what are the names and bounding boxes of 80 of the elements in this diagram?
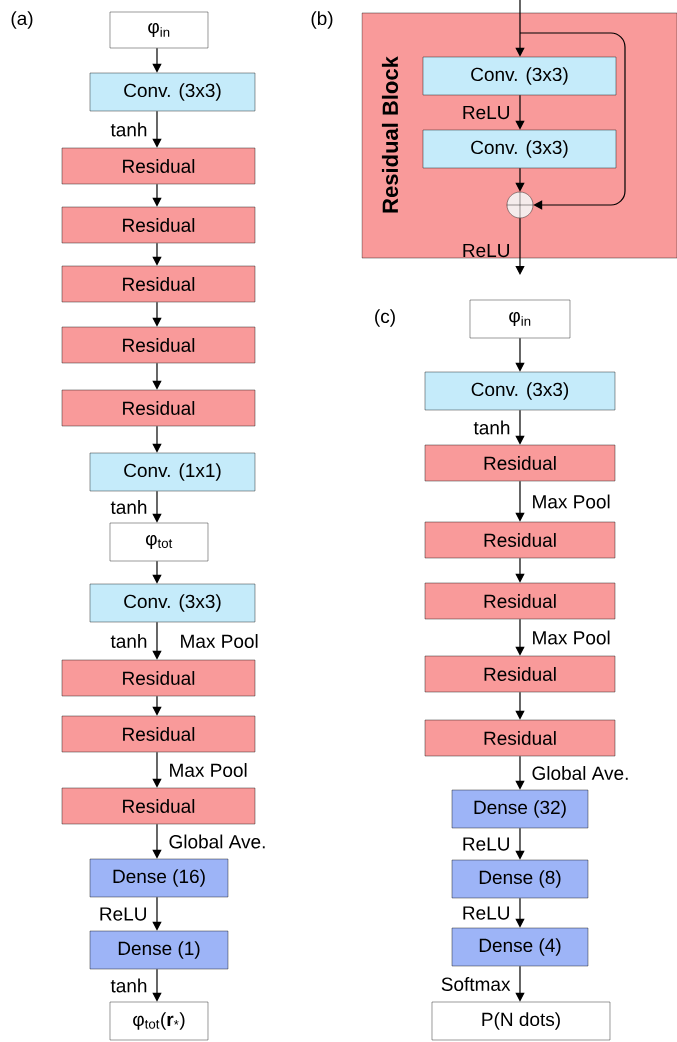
arrow bbox=[152, 560, 162, 584]
residual-box: Residual bbox=[61, 659, 256, 697]
edge-label: tanh bbox=[110, 122, 147, 137]
arrow bbox=[515, 94, 525, 130]
arrow bbox=[152, 490, 162, 523]
residual-box: Residual bbox=[61, 265, 256, 303]
edge-label: tanh bbox=[473, 420, 510, 435]
arrow bbox=[515, 618, 525, 656]
arrow bbox=[152, 242, 162, 266]
arrow bbox=[152, 751, 162, 788]
arrow bbox=[515, 217, 525, 275]
pool-label: Max Pool bbox=[181, 634, 258, 648]
edge-label: tanh bbox=[110, 634, 147, 648]
panel-label: (a) bbox=[11, 11, 33, 29]
panel-label: (c) bbox=[375, 309, 395, 327]
arrow bbox=[152, 695, 162, 716]
arrow bbox=[515, 0, 525, 57]
conv-box: Conv. (3x3) bbox=[422, 56, 617, 96]
residual-box: Residual bbox=[61, 715, 256, 753]
edge-label: ReLU bbox=[463, 105, 509, 120]
residual-box: Residual bbox=[61, 787, 256, 825]
edge-label: Max Pool bbox=[533, 630, 610, 645]
sum-circle bbox=[506, 191, 534, 219]
edge-label: ReLU bbox=[463, 243, 509, 258]
edge-label: Max Pool bbox=[533, 494, 610, 509]
dense-box: Dense (32) bbox=[451, 789, 589, 829]
panel-label: (b) bbox=[311, 11, 333, 29]
dense-box: Dense (1) bbox=[89, 930, 229, 970]
arrow bbox=[515, 691, 525, 720]
edge-label: Global Ave. bbox=[169, 834, 265, 849]
arrow bbox=[515, 480, 525, 522]
edge-label: tanh bbox=[110, 500, 147, 514]
edge-label: tanh bbox=[110, 978, 147, 993]
residual-box: Residual bbox=[424, 582, 616, 620]
edge-label: ReLU bbox=[463, 837, 509, 851]
residual-box: Residual bbox=[424, 444, 616, 482]
arrow bbox=[152, 968, 162, 1002]
conv-box: Conv. (3x3) bbox=[422, 129, 617, 169]
conv-box: Conv. (1x1) bbox=[89, 452, 256, 492]
edge-label: Global Ave. bbox=[532, 766, 628, 780]
conv-box: Conv. (3x3) bbox=[89, 583, 256, 623]
conv-box: Conv. (3x3) bbox=[424, 371, 616, 411]
arrow bbox=[515, 409, 525, 445]
arrow bbox=[152, 183, 162, 207]
edge-label: ReLU bbox=[100, 907, 146, 921]
residual-box: Residual bbox=[61, 326, 256, 364]
arrow bbox=[152, 896, 162, 931]
residual-box: Residual bbox=[424, 719, 616, 757]
arrow bbox=[515, 557, 525, 583]
edge-label: Softmax bbox=[441, 977, 511, 991]
arrow bbox=[152, 425, 162, 453]
residual-box: Residual bbox=[61, 206, 256, 244]
residual-box: Residual bbox=[424, 521, 616, 559]
output-box: P(N dots) bbox=[431, 1001, 611, 1041]
conv-box: Conv. (3x3) bbox=[89, 72, 256, 112]
output-box: φ$_{tot}$(r$_{*}$) bbox=[109, 1001, 209, 1041]
arrow bbox=[152, 301, 162, 327]
arrow bbox=[515, 827, 525, 860]
arrow bbox=[519, 32, 626, 210]
arrow bbox=[152, 110, 162, 148]
residual-box: Residual bbox=[61, 147, 256, 185]
arrow bbox=[152, 621, 162, 660]
edge-label: Max Pool bbox=[170, 763, 247, 777]
arrow bbox=[515, 755, 525, 790]
residual-box: Residual bbox=[61, 389, 256, 427]
arrow bbox=[515, 337, 525, 372]
arrow bbox=[152, 362, 162, 390]
input-box: φ$_{in}$ bbox=[469, 299, 571, 339]
arrow bbox=[515, 897, 525, 928]
dense-box: Dense (4) bbox=[451, 927, 589, 967]
intermediate-box: φ$_{tot}$ bbox=[109, 522, 209, 562]
arrow bbox=[515, 965, 525, 1002]
arrow bbox=[152, 47, 162, 73]
dense-box: Dense (16) bbox=[89, 858, 229, 898]
residual-box: Residual bbox=[424, 655, 616, 693]
arrow bbox=[152, 823, 162, 859]
dense-box: Dense (8) bbox=[451, 859, 589, 899]
edge-label: ReLU bbox=[463, 906, 509, 920]
arrow bbox=[515, 167, 525, 192]
input-box: φ$_{in}$ bbox=[109, 11, 209, 49]
